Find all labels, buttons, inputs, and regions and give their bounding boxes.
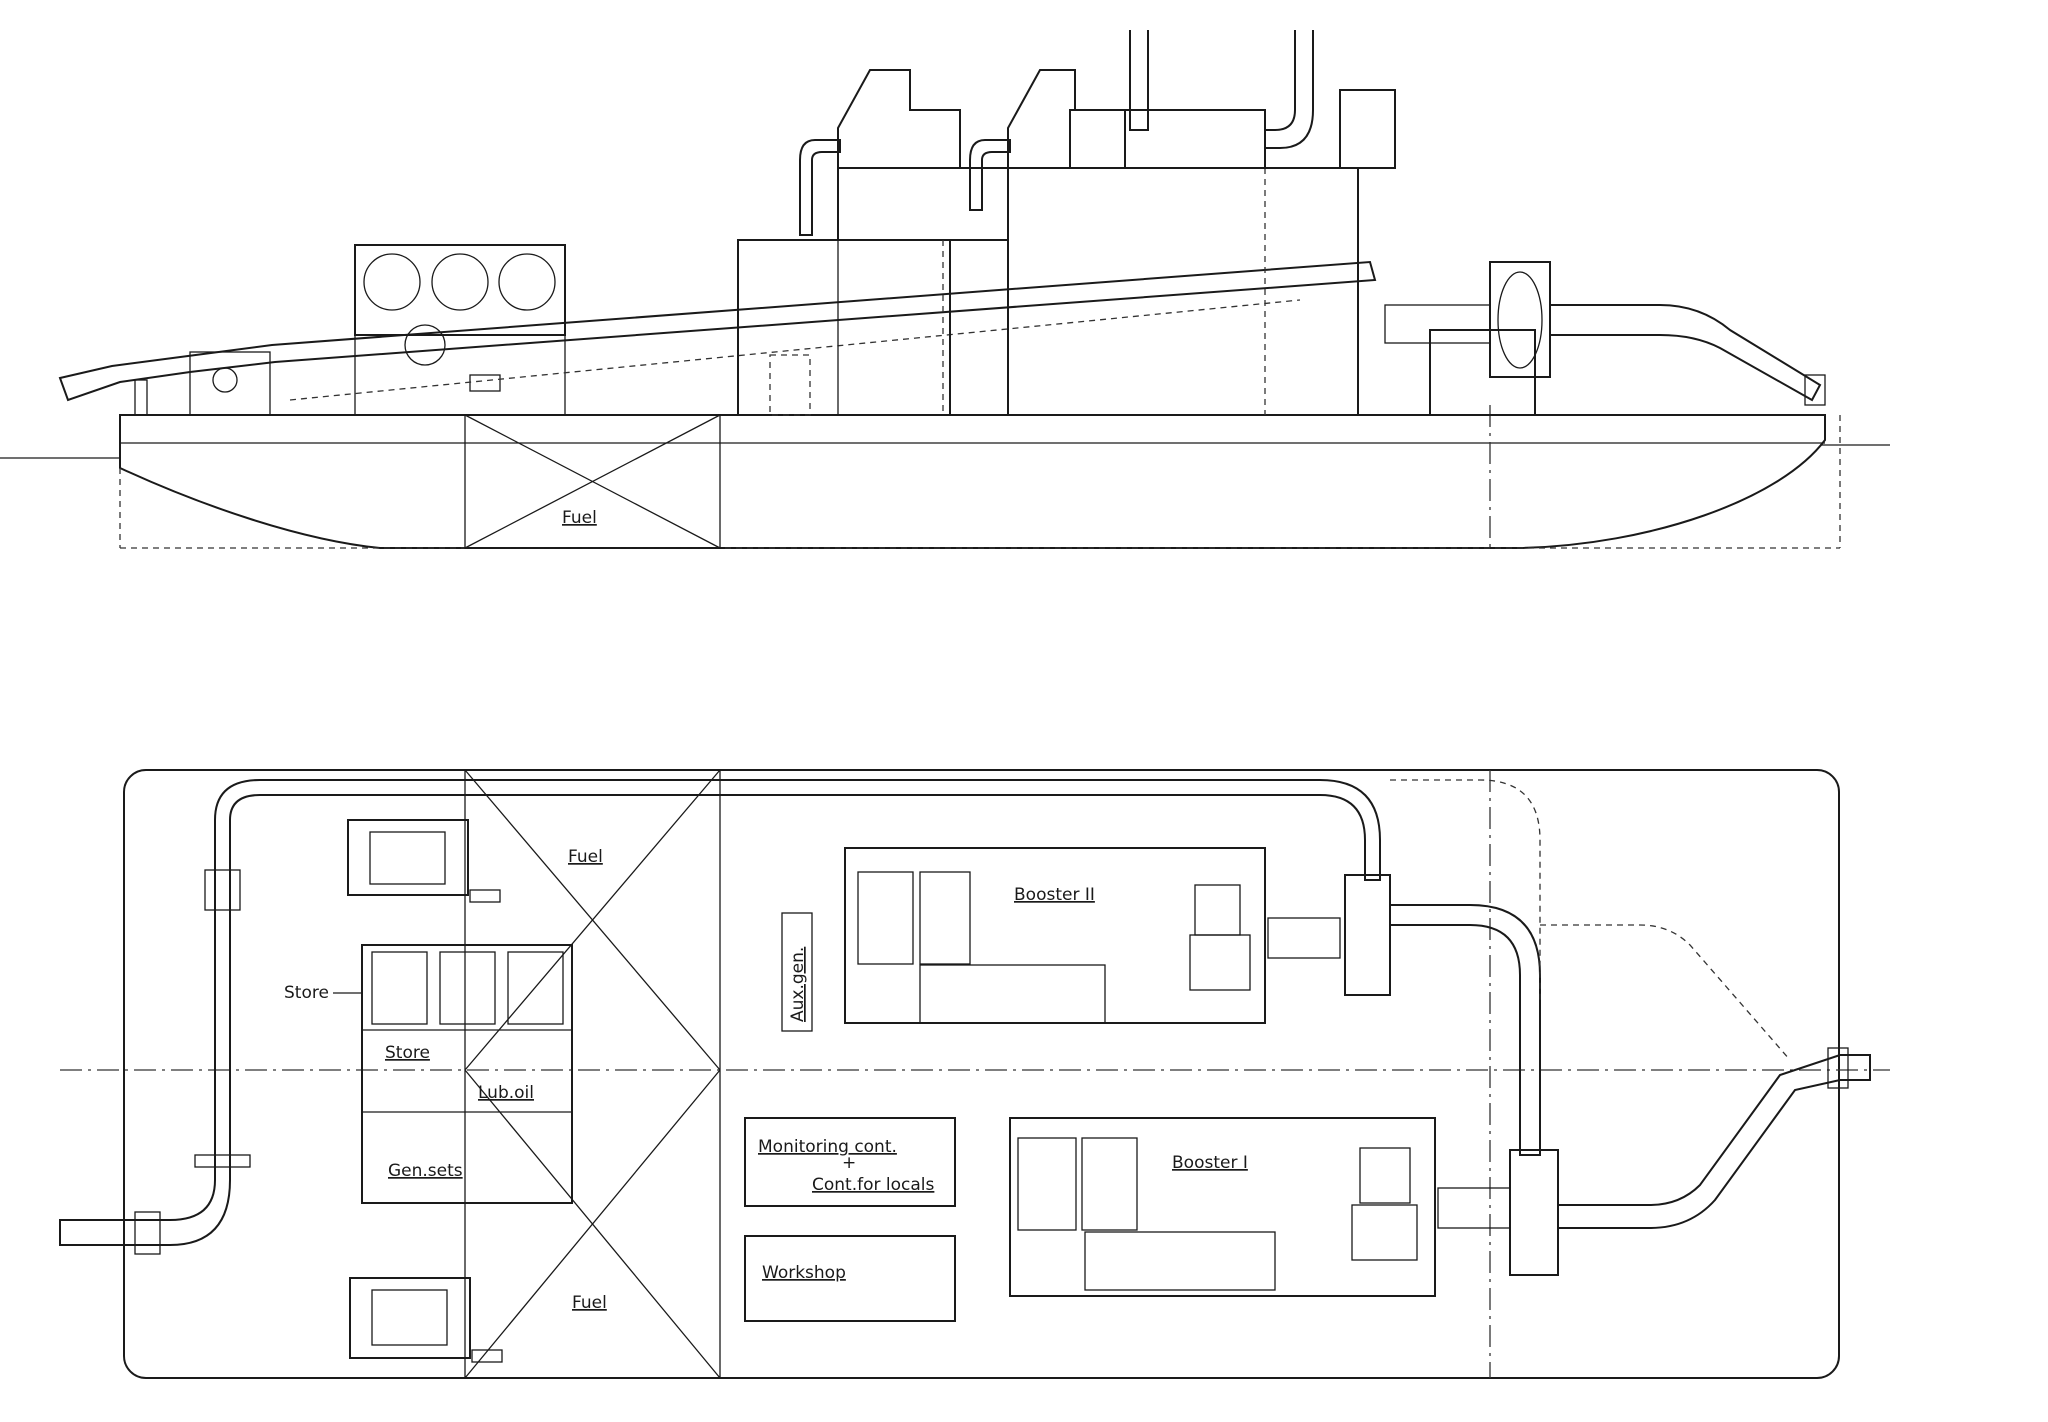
exhaust-pipe-i (969, 139, 1011, 211)
hull (119, 414, 1826, 549)
exhaust-stack-2 (1264, 30, 1314, 149)
engine-top-i (1007, 69, 1126, 168)
aux-gen-box (781, 912, 813, 1032)
booster-1-pump (1509, 1149, 1559, 1276)
fuel-label-top: Fuel (568, 847, 603, 867)
pump-shaft-side (1384, 304, 1491, 344)
workshop-label: Workshop (762, 1263, 846, 1283)
lub-oil-label: Lub.oil (478, 1083, 534, 1103)
gen-set-frame-side (354, 334, 566, 416)
booster-2-silencer (919, 964, 1106, 1024)
side-elevation: Fuel (0, 30, 1890, 549)
store-label-upper: Store (284, 983, 329, 1003)
workshop-box (744, 1235, 956, 1322)
gen-set-top (347, 819, 469, 896)
booster-1-coupling (1437, 1187, 1511, 1229)
booster-2-pump (1344, 874, 1391, 996)
exhaust-pipe-ii (799, 139, 841, 236)
discharge-pipe-side (1549, 304, 1822, 402)
monitoring-label: Monitoring cont. (758, 1137, 897, 1157)
booster-2-label: Booster II (1014, 885, 1095, 905)
monitoring-cont-box (744, 1117, 956, 1207)
booster-1-label: Booster I (1172, 1153, 1248, 1173)
plan-view: Fuel Fuel Store Store Lub.oil Gen.sets (59, 769, 1890, 1379)
door-side (769, 354, 811, 416)
winch-drum (404, 324, 446, 366)
booster-1-silencer (1084, 1231, 1276, 1291)
gen-set-housing-side (354, 244, 566, 336)
booster-2-coupling (1267, 917, 1341, 959)
cont-locals-label: Cont.for locals (812, 1175, 935, 1195)
pipe-support-frame (189, 351, 271, 416)
air-intake-box (1339, 89, 1396, 169)
suction-valve (204, 869, 241, 911)
aux-gen-label: Aux.gen. (788, 947, 808, 1022)
engine-top-ii (837, 69, 961, 168)
pump-base-side (1429, 329, 1536, 416)
plus-label: + (842, 1153, 856, 1173)
silencer-top (1069, 109, 1266, 169)
fuel-label-bottom: Fuel (572, 1293, 607, 1313)
store-label-lower: Store (385, 1043, 430, 1063)
gen-sets-label: Gen.sets (388, 1161, 463, 1181)
exhaust-stack-1 (1129, 30, 1149, 131)
discharge-pipe-outlet (1557, 1054, 1871, 1229)
deck-outline (123, 769, 1840, 1379)
suction-pipe-side (58, 260, 1377, 402)
suction-pipe-plan (59, 779, 1381, 1246)
fuel-tank-side (464, 414, 721, 549)
gen-set-bottom (349, 1277, 471, 1359)
casing-main (1007, 167, 1359, 416)
fuel-label-side: Fuel (562, 508, 597, 528)
booster-pump-side (1489, 261, 1551, 378)
booster-1-unit (1009, 1117, 1436, 1297)
store-block (361, 944, 573, 1204)
